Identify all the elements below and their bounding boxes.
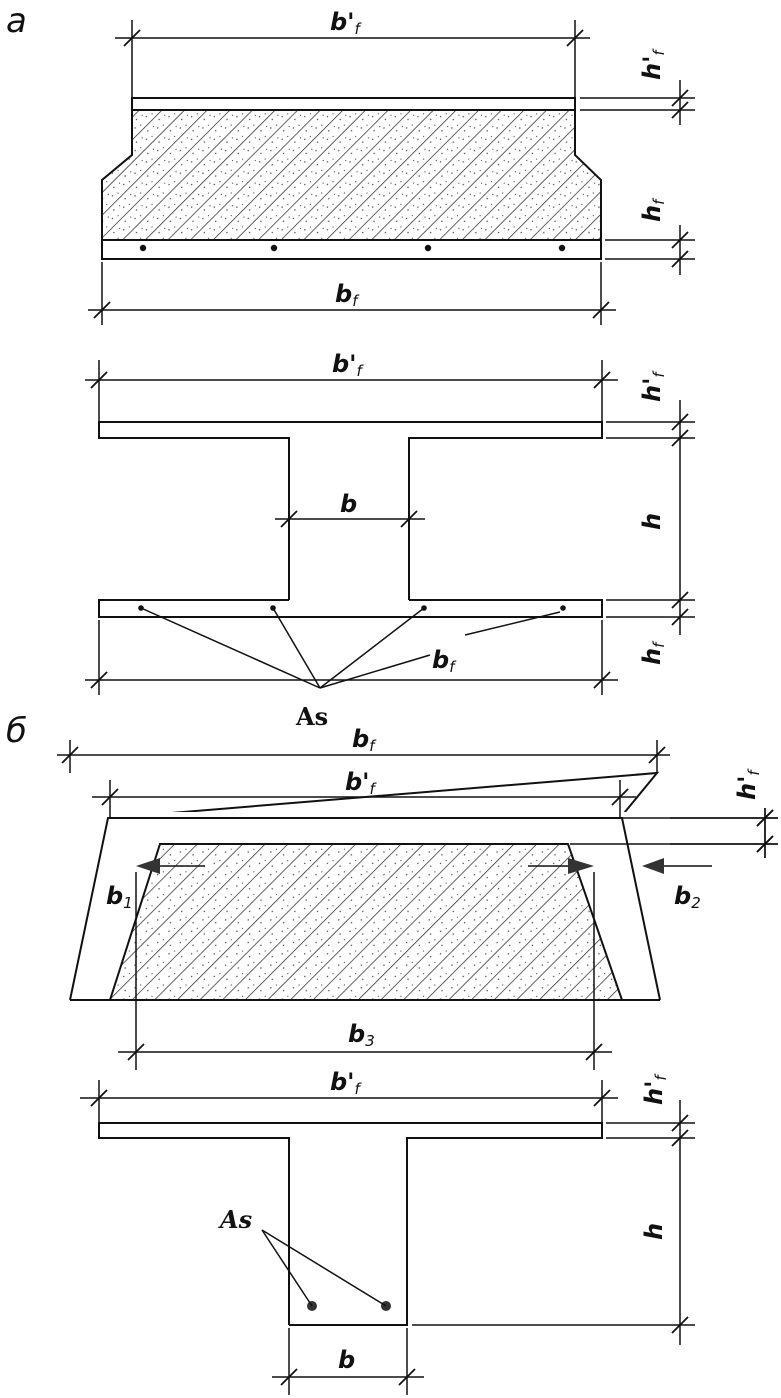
- a-section-height-label: h: [638, 513, 666, 530]
- a-slab-bottom-width-sub: f: [352, 292, 360, 310]
- a-section-top-width-sub: f: [357, 362, 365, 380]
- b-b3-sub: 3: [365, 1032, 375, 1050]
- a-section-web-width-dimension: b: [275, 490, 425, 528]
- b-slab-top-width-label: b': [345, 768, 370, 796]
- svg-text:b3: b3: [348, 1020, 375, 1050]
- b-section-height-label: h: [640, 1223, 668, 1240]
- a-slab-bottom-width-label: b: [335, 280, 352, 308]
- svg-text:b'f: b'f: [330, 8, 363, 38]
- a-as-leaders: [140, 607, 431, 689]
- a-section-bottom-thickness-sub: f: [650, 640, 668, 648]
- b-b2-arrow: b2: [642, 858, 712, 912]
- a-slab-top-width-label: b': [330, 8, 355, 36]
- b-section-web-width-label: b: [338, 1346, 355, 1374]
- b-slab-top-thickness-sub: f: [745, 768, 763, 776]
- a-as-label: As: [295, 702, 328, 731]
- a-section-top-width-label: b': [332, 350, 357, 378]
- a-section-top-thickness-label: h': [638, 378, 666, 402]
- a-slab-section: [101, 97, 602, 260]
- svg-text:h'f: h'f: [638, 370, 668, 402]
- part-b-label: б: [6, 711, 27, 751]
- a-slab-thickness-dimension: h'f hf: [580, 48, 695, 275]
- b-section-top-width-label: b': [330, 1068, 355, 1096]
- b-b2-sub: 2: [691, 894, 701, 912]
- part-a-label: а: [6, 1, 27, 41]
- svg-text:hf: hf: [638, 197, 668, 222]
- b-b1-sub: 1: [123, 894, 133, 912]
- svg-text:b'f: b'f: [332, 350, 365, 380]
- svg-text:bf: bf: [352, 725, 377, 755]
- svg-text:b2: b2: [674, 882, 701, 912]
- svg-text:bf: bf: [335, 280, 360, 310]
- svg-text:hf: hf: [638, 640, 668, 665]
- b-b2-label: b: [674, 882, 691, 910]
- svg-text:b'f: b'f: [330, 1068, 363, 1098]
- svg-text:b1: b1: [106, 882, 133, 912]
- a-slab-top-width-sub: f: [355, 20, 363, 38]
- b-section-web-width-dimension: b: [272, 1328, 424, 1395]
- a-slab-bottom-width-dimension: bf: [88, 262, 616, 325]
- a-slab-bottom-thickness-label: h: [638, 205, 666, 222]
- b-section-top-width-dimension: b'f: [80, 1068, 618, 1123]
- a-section-web-width-label: b: [340, 490, 357, 518]
- svg-text:h'f: h'f: [733, 768, 763, 800]
- a-section-top-thickness-sub: f: [650, 370, 668, 378]
- b-slab-bottom-width-label: b: [352, 725, 369, 753]
- b-t-section: As: [98, 1122, 603, 1326]
- b-b3-dimension: b3: [118, 872, 612, 1070]
- b-b3-label: b: [348, 1020, 365, 1048]
- b-b3-right-arrow: [528, 858, 594, 874]
- a-section-bottom-width-sub: f: [449, 658, 457, 676]
- b-slab-top-thickness-label: h': [733, 776, 761, 800]
- a-section-top-width-dimension: b'f: [85, 350, 618, 422]
- a-slab-top-thickness-sub: f: [650, 48, 668, 56]
- b-slab-bottom-width-dimension: bf: [57, 725, 670, 773]
- a-slab-bottom-thickness-sub: f: [650, 197, 668, 205]
- a-section-bottom-thickness-label: h: [638, 648, 666, 665]
- b-b1-label: b: [106, 882, 123, 910]
- a-section-height-dimension: h'f h hf: [606, 370, 695, 665]
- b-section-top-thickness-sub: f: [652, 1073, 670, 1081]
- svg-text:b'f: b'f: [345, 768, 378, 798]
- b-section-top-thickness-label: h': [640, 1081, 668, 1105]
- svg-text:bf: bf: [432, 646, 457, 676]
- b-slab-hatched-trapezoid: [108, 843, 624, 1001]
- svg-text:h'f: h'f: [640, 1073, 670, 1105]
- b-as-label: As: [218, 1205, 253, 1234]
- b-b1-arrow: b1: [106, 858, 205, 912]
- b-section-top-width-sub: f: [355, 1080, 363, 1098]
- a-section-bottom-width-dimension: bf: [85, 611, 618, 695]
- a-slab-top-thickness-label: h': [638, 56, 666, 80]
- a-slab-top-width-dimension: b'f: [115, 8, 590, 98]
- a-section-bottom-width-label: b: [432, 646, 449, 674]
- b-section-height-dimension: h'f h: [412, 1073, 695, 1345]
- a-slab-rebar: [139, 244, 566, 252]
- b-slab-top-width-sub: f: [370, 780, 378, 798]
- b-slab-bottom-width-sub: f: [369, 737, 377, 755]
- svg-text:h'f: h'f: [638, 48, 668, 80]
